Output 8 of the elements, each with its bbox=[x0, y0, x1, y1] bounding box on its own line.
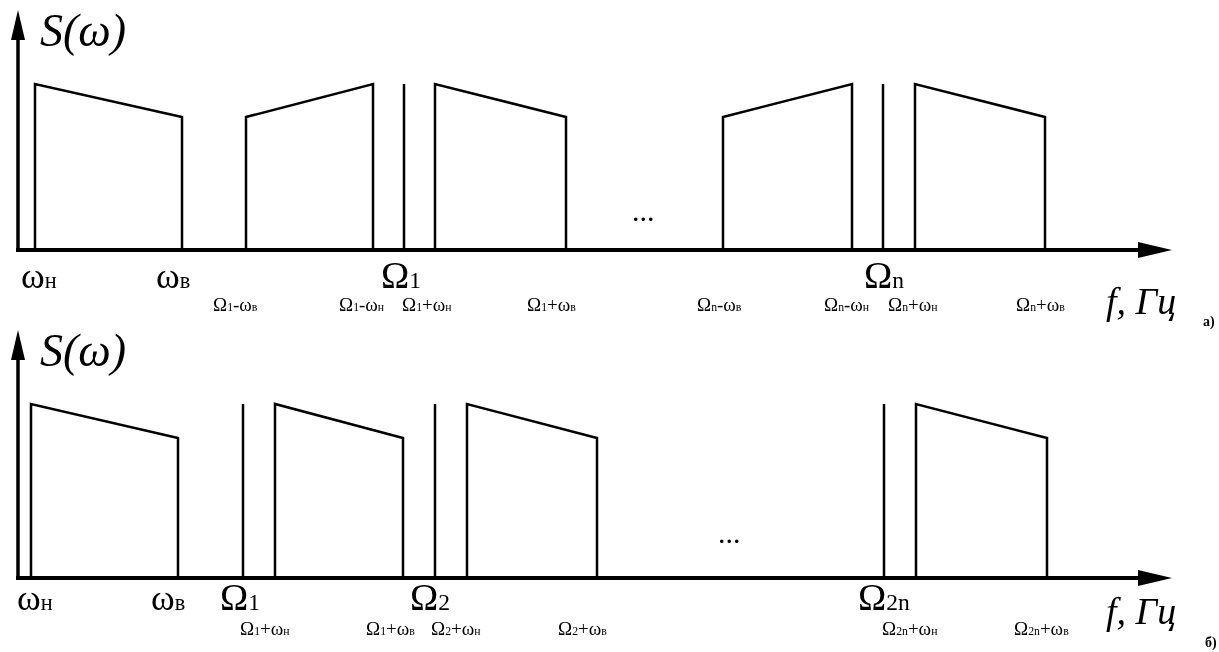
ellipsis: ... bbox=[718, 518, 741, 548]
panel-label: б) bbox=[1205, 636, 1217, 650]
ellipsis: ... bbox=[632, 196, 655, 226]
axis-title: f, Гц bbox=[1106, 282, 1177, 320]
panel-label: а) bbox=[1203, 315, 1215, 329]
axis-title: S(ω) bbox=[40, 8, 127, 54]
axis-title: S(ω) bbox=[40, 328, 127, 374]
axis-title: f, Гц bbox=[1106, 592, 1177, 630]
